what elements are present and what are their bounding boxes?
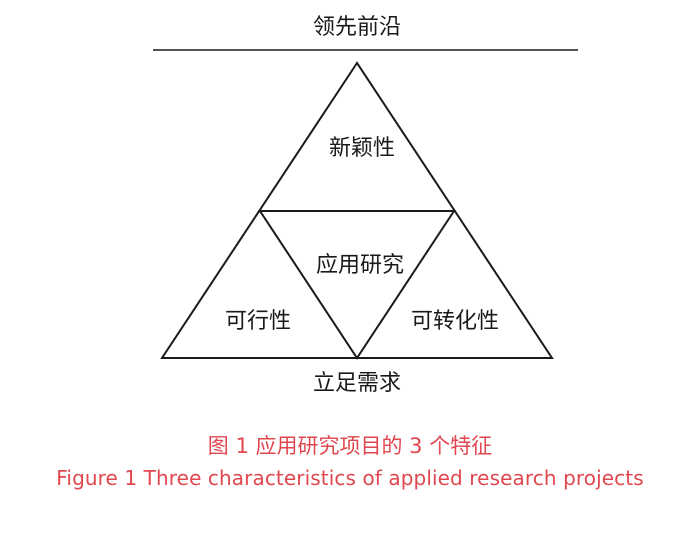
caption-chinese: 图 1 应用研究项目的 3 个特征	[207, 434, 493, 458]
top-label: 领先前沿	[313, 15, 401, 40]
inner-inverted-triangle	[258, 210, 456, 360]
region-label-left: 可行性	[225, 309, 291, 334]
caption-english: Figure 1 Three characteristics of applie…	[56, 466, 644, 490]
bottom-label: 立足需求	[313, 371, 401, 396]
region-label-center: 应用研究	[316, 253, 404, 278]
region-label-right: 可转化性	[411, 309, 499, 334]
region-label-top: 新颖性	[329, 136, 395, 161]
